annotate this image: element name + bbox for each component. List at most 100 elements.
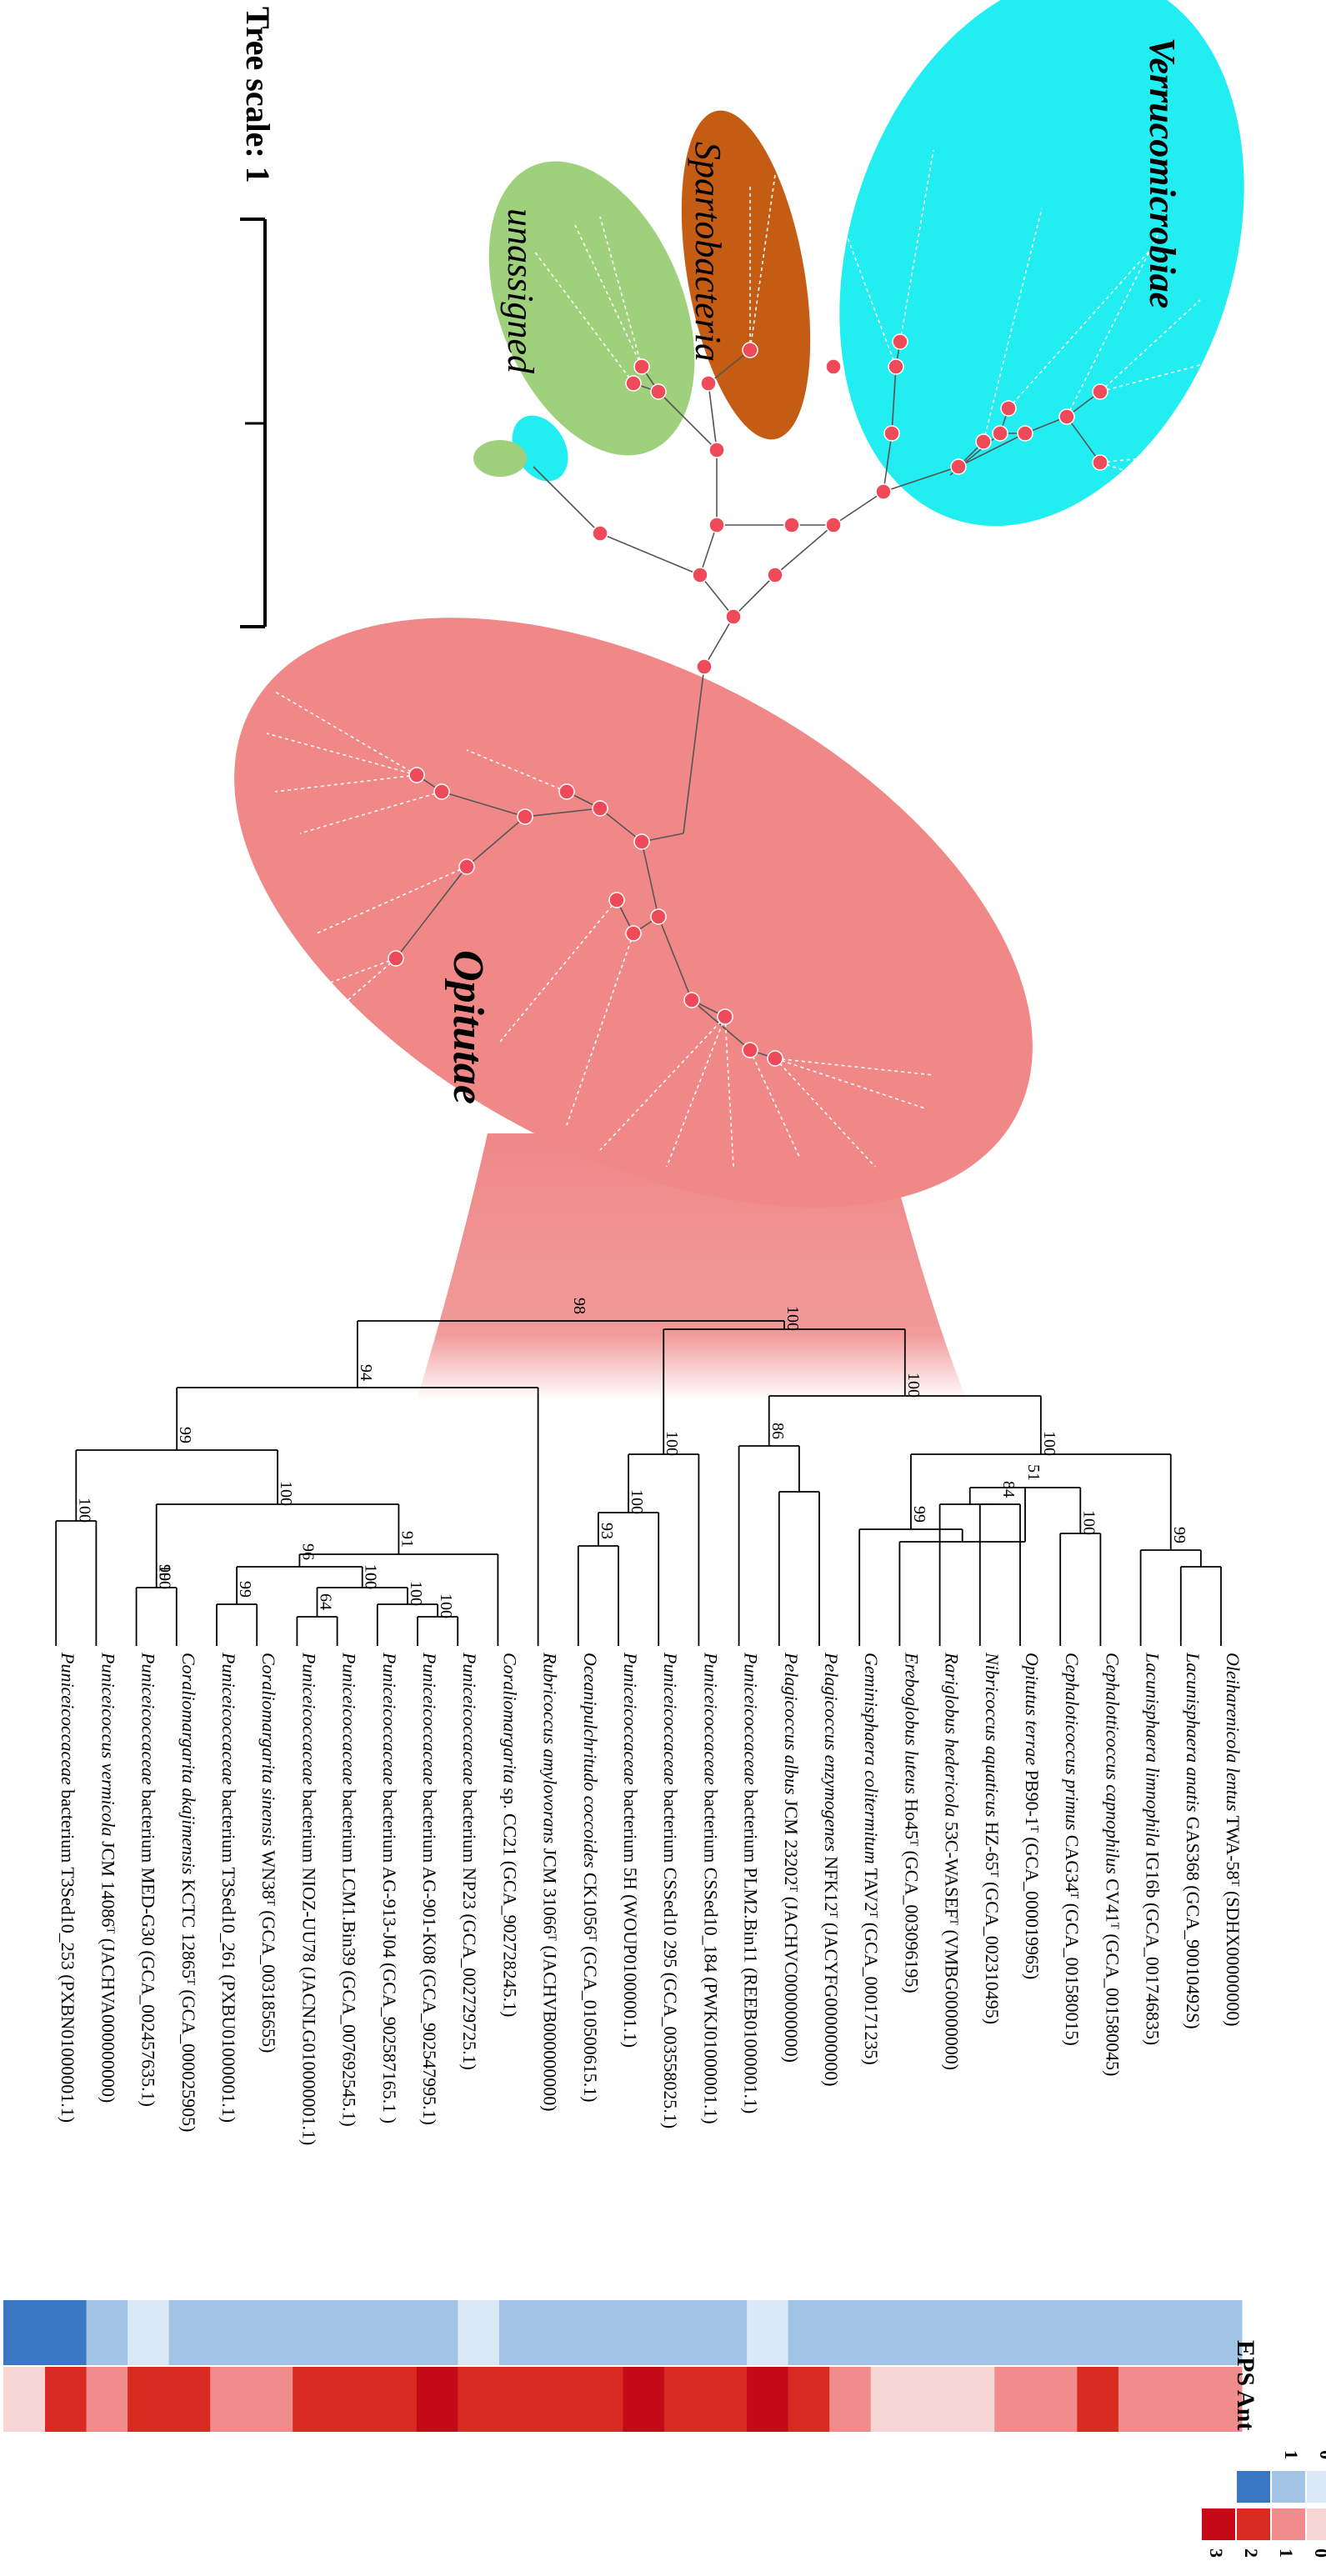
taxon-label: Puniceicoccaceae bacterium AG-901-K08 (G… bbox=[419, 1652, 440, 2125]
tree-node bbox=[888, 358, 904, 375]
taxon-label: Oleiharenicola lentus TWA-58ᵀ (SDHX00000… bbox=[1223, 1653, 1243, 2027]
eps-cell bbox=[457, 2300, 499, 2365]
bootstrap-value: 100 bbox=[75, 1498, 93, 1523]
taxon-label: Rariglobus hedericola 53C-WASEFᵀ (VMBG00… bbox=[942, 1652, 963, 2070]
tree-node bbox=[433, 783, 450, 800]
ant-cell bbox=[623, 2367, 665, 2432]
ant-cell bbox=[539, 2367, 582, 2432]
ant-cell bbox=[374, 2367, 417, 2432]
heatmap-header-ant: Ant bbox=[1232, 2390, 1259, 2430]
taxon-label: Puniceicoccaceae bacterium 5H (WOUP01000… bbox=[620, 1652, 641, 2048]
eps-cell bbox=[498, 2300, 541, 2365]
taxon-label: Puniceicoccus vermicola JCM 14086ᵀ (JACH… bbox=[98, 1652, 118, 2103]
eps-cell bbox=[251, 2300, 293, 2365]
tree-node bbox=[892, 333, 908, 350]
ant-cell bbox=[870, 2367, 913, 2432]
eps-cell bbox=[953, 2300, 995, 2365]
ant-cell bbox=[1118, 2367, 1160, 2432]
tree-node bbox=[767, 1050, 783, 1067]
tree-node bbox=[1092, 454, 1108, 471]
eps-cell bbox=[870, 2300, 913, 2365]
ant-cell bbox=[993, 2367, 1036, 2432]
taxon-label: Cephaloticoccus primus CAG34ᵀ (GCA_00158… bbox=[1062, 1653, 1083, 2046]
tree-node bbox=[692, 567, 708, 583]
bootstrap-value: 100 bbox=[407, 1581, 425, 1606]
taxon-label: Oceanipulchritudo coccoides CK1056ᵀ (GCA… bbox=[580, 1653, 601, 2103]
tree-node bbox=[1092, 383, 1108, 400]
legend-eps-swatch bbox=[1272, 2471, 1305, 2503]
eps-cell bbox=[705, 2300, 748, 2365]
taxon-label: Nibricoccus aquaticus HZ-65ᵀ (GCA_002310… bbox=[982, 1652, 1003, 2024]
taxon-label: Pelagicoccus albus JCM 23202ᵀ (JACHVC000… bbox=[781, 1652, 802, 2063]
tree-node bbox=[517, 808, 533, 825]
taxon-label: Pelagicoccus enzymogenes NFK12ᵀ (JACYFG0… bbox=[821, 1652, 842, 2087]
eps-cell bbox=[539, 2300, 582, 2365]
ant-cell bbox=[1158, 2367, 1201, 2432]
bootstrap-value: 100 bbox=[628, 1489, 646, 1514]
bootstrap-value: 98 bbox=[570, 1298, 588, 1314]
legend-ant-value: 3 bbox=[1206, 2548, 1227, 2558]
eps-cell bbox=[1076, 2300, 1118, 2365]
taxon-label: Puniceicoccaceae bacterium CSSed10_184 (… bbox=[700, 1652, 721, 2124]
tree-node bbox=[717, 1008, 733, 1025]
eps-cell bbox=[44, 2300, 87, 2365]
taxon-label: Puniceicoccaceae bacterium NIOZ-UU78 (JA… bbox=[298, 1652, 319, 2145]
bootstrap-value: 99 bbox=[910, 1506, 928, 1523]
tree-node bbox=[767, 567, 783, 583]
clade-label-unassigned: unassigned bbox=[500, 208, 541, 374]
legend-eps-swatch bbox=[1307, 2471, 1326, 2503]
bootstrap-value: 96 bbox=[298, 1543, 317, 1560]
ant-cell bbox=[251, 2367, 293, 2432]
eps-cell bbox=[623, 2300, 665, 2365]
bootstrap-value: 51 bbox=[1024, 1464, 1043, 1481]
tree-node bbox=[592, 800, 608, 817]
tree-node bbox=[825, 358, 842, 375]
tree-node bbox=[650, 383, 667, 400]
ant-cell bbox=[498, 2367, 541, 2432]
tree-node bbox=[992, 425, 1008, 442]
tree-node bbox=[742, 1042, 758, 1058]
taxon-label: Puniceicoccaceae bacterium LCM1.Bin39 (G… bbox=[339, 1652, 360, 2127]
trait-heatmap bbox=[3, 2300, 1243, 2432]
clade-verrucomicrobiae bbox=[839, 0, 1244, 527]
bootstrap-value: 100 bbox=[904, 1373, 923, 1398]
legend-ant-value: 1 bbox=[1276, 2548, 1297, 2558]
taxon-label: Puniceicoccaceae bacterium PLM2.Bin11 (R… bbox=[741, 1652, 762, 2113]
eps-cell bbox=[3, 2300, 46, 2365]
legend-eps-swatch bbox=[1237, 2471, 1270, 2503]
taxon-label: Cephalotticoccus capnophilus CV41ᵀ (GCA_… bbox=[1102, 1653, 1123, 2076]
tree-node bbox=[825, 517, 842, 533]
ant-cell bbox=[1035, 2367, 1078, 2432]
tree-node bbox=[650, 908, 667, 925]
tree-node bbox=[683, 992, 700, 1008]
clade-opitutae bbox=[234, 618, 1033, 1208]
tree-node bbox=[625, 925, 642, 942]
bootstrap-value: 99 bbox=[1170, 1527, 1188, 1543]
bootstrap-value: 100 bbox=[362, 1564, 380, 1589]
eps-cell bbox=[993, 2300, 1036, 2365]
bootstrap-value: 64 bbox=[317, 1593, 335, 1610]
ant-cell bbox=[911, 2367, 953, 2432]
bootstrap-value: 100 bbox=[1079, 1510, 1098, 1535]
legend-ant-swatch bbox=[1307, 2508, 1326, 2540]
eps-cell bbox=[911, 2300, 953, 2365]
unrooted-nodes bbox=[388, 333, 1108, 1067]
ant-cell bbox=[457, 2367, 499, 2432]
ant-cell bbox=[209, 2367, 252, 2432]
taxon-label: Coraliomargarita sp. CC21 (GCA_902728245… bbox=[499, 1653, 520, 2017]
taxon-label: Geminisphaera colitermitum TAV2ᵀ (GCA_00… bbox=[861, 1653, 882, 2065]
small-clade-cyan bbox=[512, 415, 568, 482]
tree-node bbox=[408, 767, 425, 783]
tree-scale-label: Tree scale: 1 bbox=[239, 7, 277, 183]
bootstrap-value: 94 bbox=[357, 1364, 375, 1381]
bootstrap-value: 84 bbox=[999, 1481, 1018, 1498]
bootstrap-value: 99 bbox=[236, 1581, 254, 1598]
eps-cell bbox=[127, 2300, 169, 2365]
legend-ant-swatch bbox=[1237, 2508, 1270, 2540]
legend-eps-value: 1 bbox=[1281, 2450, 1302, 2459]
bootstrap-value: 99 bbox=[176, 1427, 194, 1443]
bootstrap-value: 100 bbox=[663, 1431, 681, 1456]
tree-node bbox=[875, 483, 892, 500]
